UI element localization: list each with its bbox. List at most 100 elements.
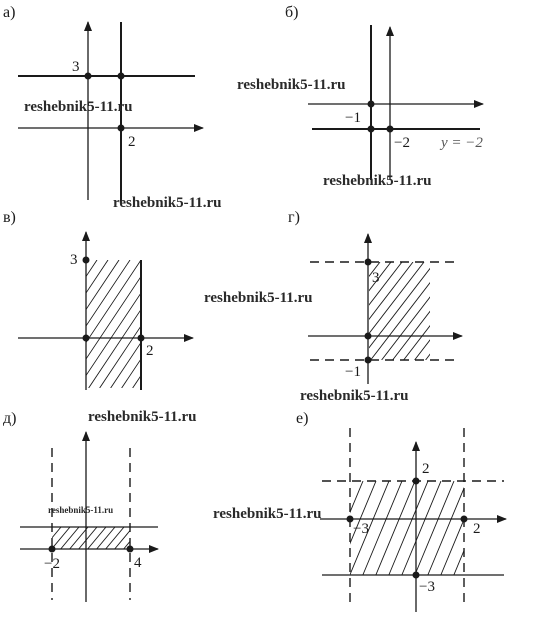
panel-e-point-right [460, 515, 468, 523]
hatch-line [369, 262, 425, 335]
panel-v-point-x [137, 334, 145, 342]
panel-v: в) 3 2 [0, 209, 229, 390]
hatch-line [96, 527, 116, 549]
hatch-line [381, 296, 430, 360]
panel-d-hatch-lines [25, 527, 151, 549]
panel-a-point-intersection [117, 72, 125, 80]
panel-b-point-y-axis [386, 125, 394, 133]
hatch-line [86, 260, 141, 344]
watermark-text: reshebnik5-11.ru [300, 388, 409, 404]
hatch-line [414, 481, 455, 575]
panel-e-point-bottom [412, 571, 420, 579]
hatch-line [403, 324, 430, 360]
panel-v-point-y [82, 256, 90, 264]
panel-e-point-left [346, 515, 354, 523]
panel-v-point-origin [82, 334, 90, 342]
hatch-line [388, 481, 429, 575]
panel-d: д) −2 4 [3, 410, 159, 602]
panel-g-hatch-lines [283, 262, 512, 360]
hatch-line [99, 325, 141, 388]
panel-d-letter: д) [3, 410, 16, 427]
hatch-line [86, 292, 141, 377]
hatch-line [144, 260, 229, 388]
panel-e-right-label: 2 [473, 521, 481, 537]
panel-e-point-top [412, 477, 420, 485]
panel-a: а) 3 2 [3, 4, 204, 202]
panel-b-letter: б) [285, 4, 298, 21]
hatch-line [60, 527, 80, 549]
hatch-line [283, 262, 358, 360]
hatch-line [369, 267, 430, 349]
watermark-text: reshebnik5-11.ru [88, 409, 197, 425]
hatch-line [392, 310, 430, 360]
hatch-line [105, 527, 125, 549]
panel-b: б) −1 −2 y = −2 [285, 4, 484, 180]
hatch-line [86, 260, 109, 294]
panel-d-hatch [25, 527, 151, 549]
panel-a-point-x [117, 124, 125, 132]
hatch-line [86, 260, 120, 311]
hatch-line [52, 527, 71, 549]
panel-v-hatch [0, 260, 229, 388]
watermark-text: reshebnik5-11.ru [237, 77, 346, 93]
hatch-line [350, 481, 351, 483]
panel-g-point-bottom [364, 356, 372, 364]
panel-v-hatch-lines [0, 260, 229, 388]
hatch-line [440, 518, 464, 575]
hatch-line [350, 481, 377, 545]
panel-g-bottom-label: −1 [345, 364, 361, 380]
hatch-line [437, 262, 512, 360]
hatch-line [427, 487, 464, 575]
panel-b-point-intersection [367, 125, 375, 133]
hatch-line [0, 260, 75, 388]
panel-d-left-label: −2 [44, 556, 60, 572]
hatch-line [369, 262, 403, 306]
hatch-line [369, 262, 414, 320]
panel-b-x-label: −2 [394, 135, 410, 151]
hatch-line [375, 481, 416, 575]
panel-d-right-label: 4 [134, 555, 142, 571]
panel-a-point-y [84, 72, 92, 80]
hatch-line [86, 260, 98, 278]
panel-g-letter: г) [288, 209, 300, 226]
hatch-line [425, 353, 430, 360]
hatch-line [369, 262, 392, 292]
hatch-line [414, 339, 430, 360]
watermark-text: reshebnik5-11.ru [213, 506, 322, 522]
panel-g: г) 3 −1 [283, 209, 512, 384]
watermark-layer: reshebnik5-11.ru reshebnik5-11.ru resheb… [24, 77, 432, 522]
hatch-line [362, 481, 403, 575]
panel-a-x-label: 2 [128, 134, 136, 150]
panel-e-hatch-lines [298, 481, 464, 575]
hatch-line [350, 481, 390, 575]
panel-b-y-label: −1 [345, 110, 361, 126]
hatch-line [69, 527, 89, 549]
hatch-line [453, 549, 464, 575]
hatch-line [133, 527, 151, 549]
hatch-line [123, 540, 130, 549]
watermark-text: reshebnik5-11.ru [48, 505, 113, 515]
hatch-line [350, 481, 364, 514]
panel-a-y-label: 3 [72, 59, 80, 75]
hatch-line [78, 527, 98, 549]
panel-g-top-label: 3 [372, 270, 380, 286]
panel-a-letter: а) [3, 4, 15, 21]
watermark-text: reshebnik5-11.ru [24, 99, 133, 115]
panel-g-point-top [364, 258, 372, 266]
hatch-line [52, 527, 53, 528]
hatch-line [369, 262, 370, 263]
watermark-text: reshebnik5-11.ru [113, 195, 222, 211]
panel-e-bottom-label: −3 [419, 579, 435, 595]
panel-b-equation: y = −2 [439, 135, 483, 151]
panel-d-point-right [126, 545, 134, 553]
hatch-line [298, 481, 337, 575]
hatch-line [86, 260, 87, 261]
panel-g-point-origin [364, 332, 372, 340]
hatch-line [86, 260, 131, 327]
hatch-line [25, 527, 43, 549]
hatch-line [86, 275, 141, 360]
panel-e-left-label: −3 [353, 521, 369, 537]
hatch-line [110, 341, 141, 388]
